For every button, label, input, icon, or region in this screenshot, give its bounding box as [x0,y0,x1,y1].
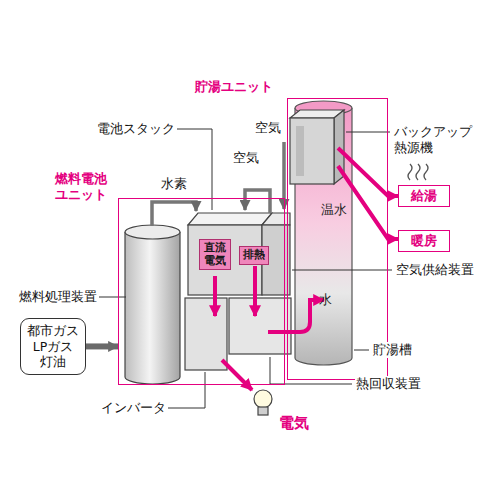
node-text: 排熱 [243,249,265,262]
output-box: 暖房 [398,230,450,252]
part-label: 貯湯槽 [372,342,413,358]
gas-hook [152,142,284,226]
water-label: 水 [319,291,332,309]
part-label: バックアップ 熱源機 [393,124,477,157]
part-label: 水素 [160,176,188,192]
unit-heading: 貯湯ユニット [195,79,273,95]
inverter-box [185,298,227,370]
storage-tank: 温水水 [293,109,353,361]
node-text: 直流 電気 [203,242,227,267]
part-label: 空気供給装置 [395,262,475,278]
leader-line [99,129,392,408]
part-label: 空気 [254,120,282,136]
heat-recovery-box [229,298,291,354]
backup-heater [290,110,344,184]
node-text: 給湯 [411,187,437,205]
cell-stack [188,213,290,295]
unit-heading: 燃料電池 ユニット [55,171,115,204]
water-label: 温水 [321,201,347,219]
exhaust-heat-panel: 排熱 [239,246,269,265]
fuel-processor [125,225,180,384]
dc-power-panel: 直流 電気 [199,239,231,270]
node-text: 暖房 [411,232,437,250]
part-label: インバータ [100,400,167,416]
node-text: 都市ガス LPガス 灯油 [24,323,82,370]
flow-arrow [86,343,118,349]
part-label: 燃料処理装置 [18,289,98,305]
flow-arrow [338,166,398,239]
light-bulb [254,390,272,415]
part-label: 熱回収装置 [355,376,422,392]
fuel-source-box: 都市ガス LPガス 灯油 [20,318,86,375]
unit-outline: 貯湯ユニット温水水 [287,98,388,380]
unit-outline: 燃料電池 ユニット直流 電気排熱 [118,198,285,385]
part-label: 電気 [278,414,310,433]
part-label: 空気 [232,150,260,166]
part-label: 電池スタック [96,121,176,137]
steam-icon [408,164,428,180]
output-box: 給湯 [398,185,450,207]
flow-arrow [338,148,398,196]
